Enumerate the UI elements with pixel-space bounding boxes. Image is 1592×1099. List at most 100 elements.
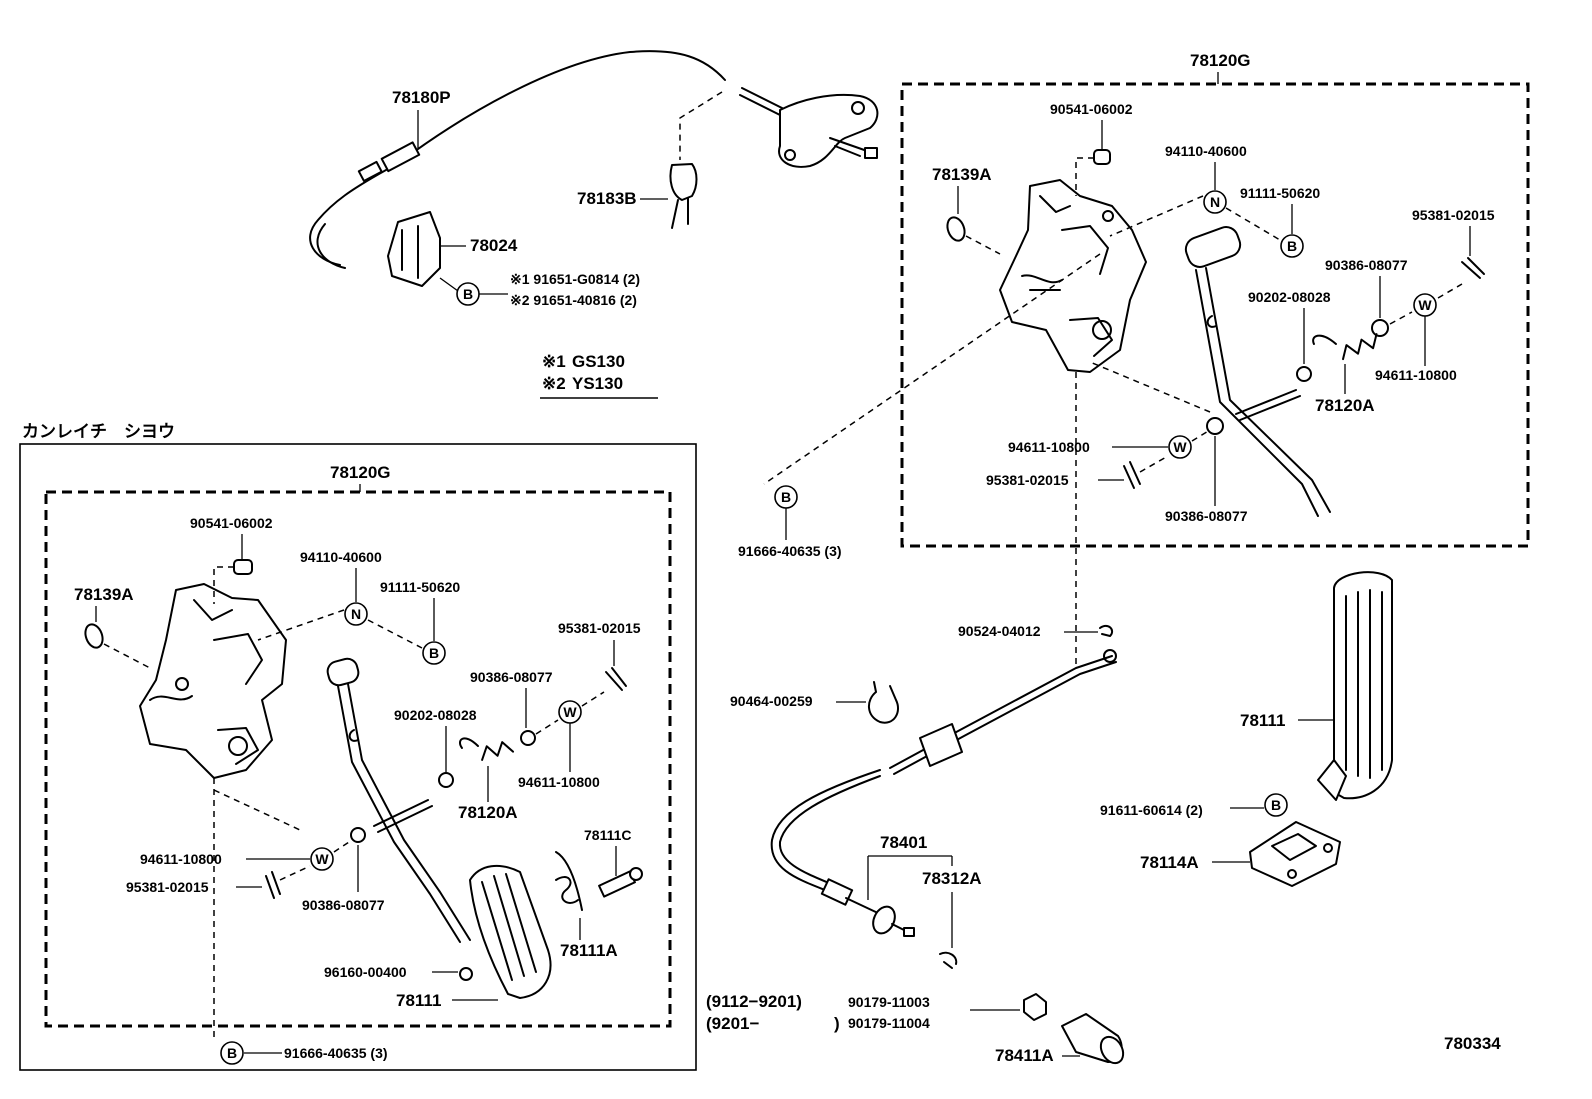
label-l-90386-bot: 90386-08077 [302,897,385,913]
return-spring-78120a-right [1312,333,1378,361]
washer-90202-left [438,772,454,788]
throttle-cable-78180p [309,50,879,269]
stopper-78411a [1061,1013,1125,1065]
label-r-91111: 91111-50620 [1240,185,1320,201]
label-r-95381-bot: 95381-02015 [986,472,1069,488]
right-assembly-box [900,82,1530,548]
label-r-94611-bot: 94611-10800 [1008,439,1090,455]
label-78180p: 78180P [392,88,451,107]
bolt-symbol-left-1 [422,641,446,665]
nut-symbol-right [1203,190,1227,214]
label-r-78120a: 78120A [1315,396,1375,415]
label-l-94110: 94110-40600 [300,549,382,565]
cotter-pin-right-bot [1123,461,1141,489]
label-l-94611-top: 94611-10800 [518,774,600,790]
label-l-78120a: 78120A [458,803,518,822]
label-bolt-option-1: ※1 91651-G0814 (2) [510,271,640,287]
washer-glyph-right-top: W [1418,297,1432,313]
clip-78312a [939,951,958,969]
label-p-78111: 78111 [1240,711,1285,730]
nut-glyph-left: N [351,606,361,622]
nut-symbol-left [344,602,368,626]
label-c-90179-2: 90179-11004 [848,1015,930,1031]
bolt-symbol-pedal [1264,793,1288,817]
label-l-78111c: 78111C [584,827,632,843]
label-c-90464: 90464-00259 [730,693,813,709]
bolt-symbol-left-2 [220,1041,244,1065]
variant-mark-2: ※2 [542,374,566,393]
label-l-95381-bot: 95381-02015 [126,879,209,895]
bolt-symbol-glyph: B [463,286,473,302]
washer-glyph-left-top: W [563,704,577,720]
label-c-range2: (9201− [706,1014,759,1033]
bolt-78111c [598,867,643,898]
label-r-94611-top: 94611-10800 [1375,367,1457,383]
clamp-90464 [868,681,899,724]
accelerator-lever-left [326,657,471,943]
washer-symbol-right-bot [1168,435,1192,459]
variant-note: ※1 GS130 ※2 YS130 [540,352,658,399]
cable-clip-78183b [669,163,698,229]
label-bolt-option-2: ※2 91651-40816 (2) [510,292,637,308]
clip-96160 [459,967,473,981]
washer-glyph-left-bot: W [315,851,329,867]
bushing-90386-left-bot [350,827,366,843]
stopper-90541-right [1093,149,1111,165]
label-78024: 78024 [470,236,518,255]
accelerator-lever-right [1184,226,1331,517]
bolt-glyph-right-1: B [1287,238,1297,254]
label-c-range1: (9112−9201) [706,992,802,1011]
washer-90202-right [1296,366,1312,382]
label-l-78111: 78111 [396,991,441,1010]
label-r-91666: 91666-40635 (3) [738,543,842,559]
return-spring-78120a-left [459,737,515,761]
spring-78111a [555,851,583,911]
label-l-94611-bot: 94611-10800 [140,851,222,867]
label-c-90179-1: 90179-11003 [848,994,930,1010]
label-l-90202: 90202-08028 [394,707,477,723]
pedal-bracket-left [139,583,287,779]
bolt-glyph-left-2: B [227,1045,237,1061]
bushing-90386-right-bot [1206,417,1224,435]
label-c-78401: 78401 [880,833,927,852]
washer-glyph-right-bot: W [1173,439,1187,455]
label-l-91666: 91666-40635 (3) [284,1045,388,1061]
label-right-assy-78120g: 78120G [1190,51,1251,70]
variant-model-1: GS130 [572,352,625,371]
nut-glyph-right: N [1210,194,1220,210]
label-p-91611: 91611-60614 (2) [1100,802,1203,818]
cotter-pin-left-bot [265,871,281,899]
diagram-id: 780334 [1444,1034,1501,1053]
label-c-90524: 90524-04012 [958,623,1041,639]
label-l-91111: 91111-50620 [380,579,460,595]
accelerator-pedal-78111-left [469,864,552,999]
label-r-90202: 90202-08028 [1248,289,1331,305]
label-l-78139a: 78139A [74,585,134,604]
bolt-symbol-right-1 [1280,234,1304,258]
label-c-paren: ) [834,1014,840,1033]
left-assembly-box [44,490,672,1028]
label-l-95381-top: 95381-02015 [558,620,641,636]
bushing-90386-left-top [520,730,536,746]
variant-model-2: YS130 [572,374,623,393]
label-r-95381-top: 95381-02015 [1412,207,1495,223]
label-r-90541: 90541-06002 [1050,101,1133,117]
bolt-glyph-left-1: B [429,645,439,661]
stopper-90541-left [233,559,253,575]
label-l-90386-top: 90386-08077 [470,669,553,685]
bolt-glyph-pedal: B [1271,797,1281,813]
label-l-90541: 90541-06002 [190,515,273,531]
label-l-96160: 96160-00400 [324,964,407,980]
washer-symbol-left-bot [310,847,334,871]
bushing-78139a-left [84,623,104,649]
label-l-assy-78120g: 78120G [330,463,391,482]
pivot-shaft-left [373,799,429,827]
accelerator-pedal-78111-right [1317,571,1393,801]
label-p-78114a: 78114A [1140,853,1199,872]
label-l-78111a: 78111A [560,941,618,960]
accelerator-cable-78401 [770,649,1117,937]
bushing-90386-right-top [1371,319,1389,337]
cotter-pin-right-top [1461,257,1485,279]
cotter-pin-left-top [605,667,627,691]
